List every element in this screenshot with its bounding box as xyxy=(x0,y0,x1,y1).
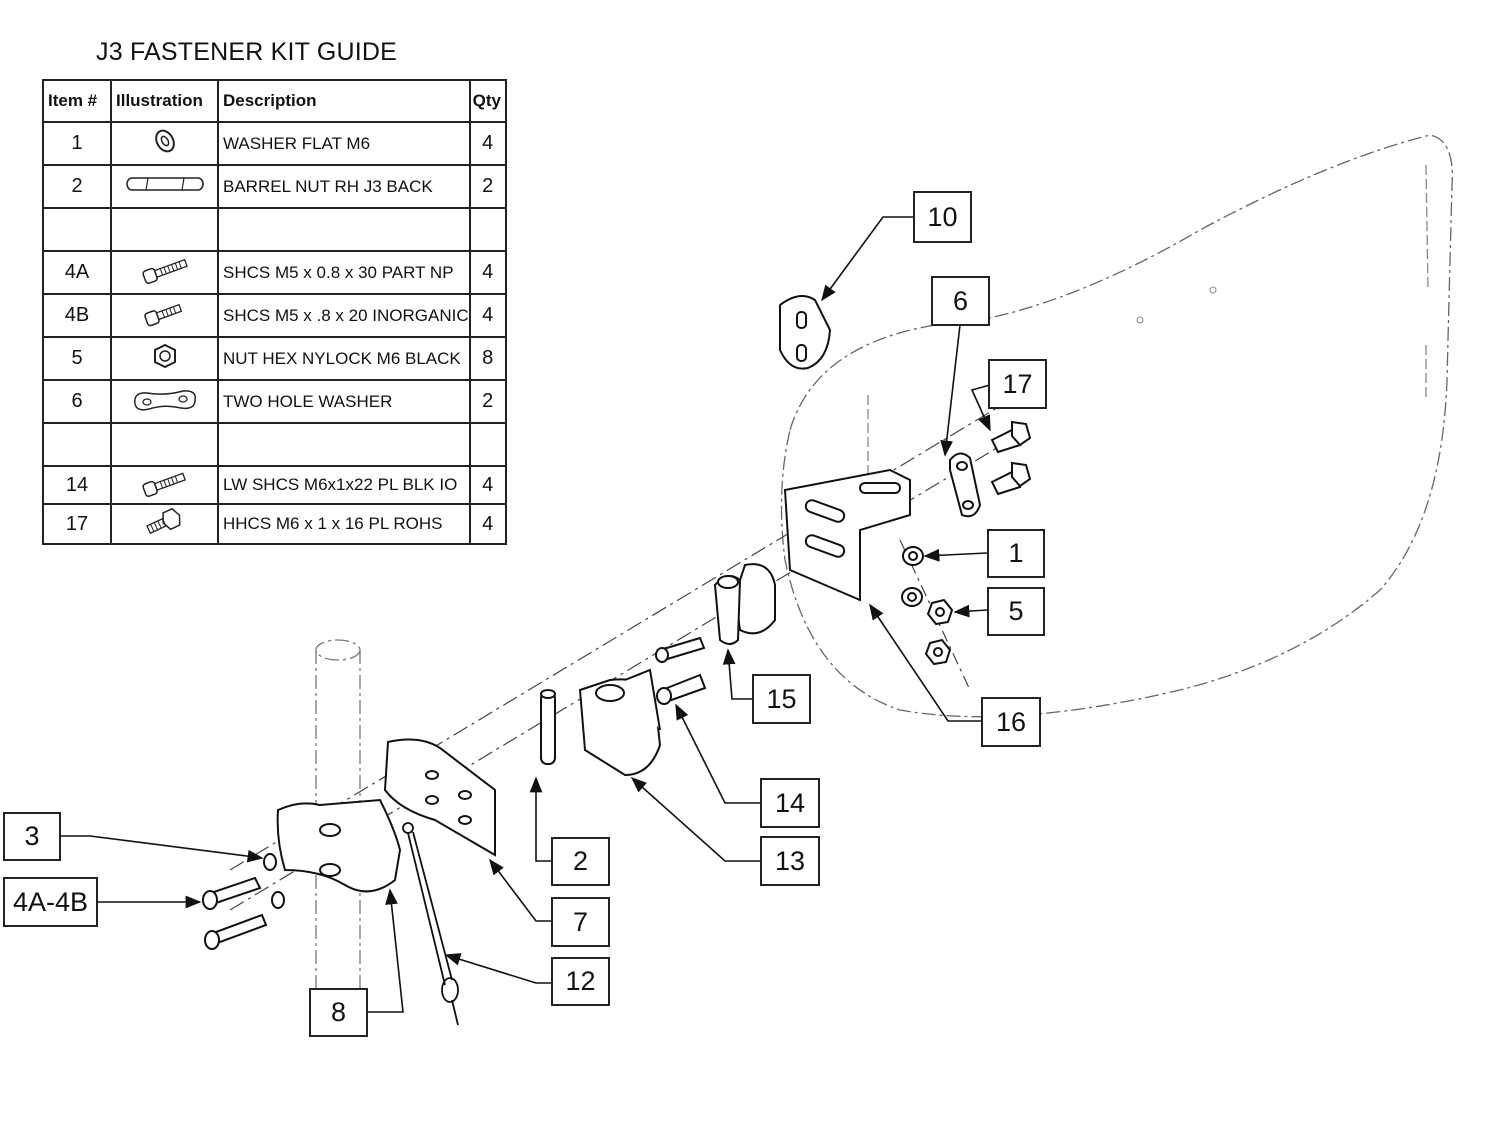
item-number: 2 xyxy=(42,164,112,209)
socket-screw-icon xyxy=(110,250,219,295)
table-row: 2 BARREL NUT RH J3 BACK 2 xyxy=(42,164,507,209)
clamp-block-part xyxy=(578,668,662,777)
header-illustration: Illustration xyxy=(110,79,219,123)
item-qty: 4 xyxy=(468,503,507,545)
table-row: 5 NUT HEX NYLOCK M6 BLACK 8 xyxy=(42,336,507,381)
item-qty xyxy=(468,422,507,467)
table-row: 1 WASHER FLAT M6 4 xyxy=(42,121,507,166)
table-row: 4B SHCS M5 x .8 x 20 INORGANIC 4 xyxy=(42,293,507,338)
clamp-half-part xyxy=(276,798,402,893)
item-qty: 4 xyxy=(468,465,507,505)
item-number: 5 xyxy=(42,336,112,381)
item-description: SHCS M5 x 0.8 x 30 PART NP xyxy=(217,250,471,295)
table-row xyxy=(42,207,507,252)
two-hole-washer-part xyxy=(949,452,982,518)
table-row xyxy=(42,422,507,467)
mount-bracket-part xyxy=(783,468,911,602)
callout-14: 14 xyxy=(760,778,820,828)
item-qty: 4 xyxy=(468,250,507,295)
item-number: 14 xyxy=(42,465,112,505)
socket-screw-icon xyxy=(110,293,219,338)
item-qty: 8 xyxy=(468,336,507,381)
hex-bolt-icon xyxy=(110,503,219,545)
callout-7: 7 xyxy=(551,897,610,947)
table-row: 4A SHCS M5 x 0.8 x 30 PART NP 4 xyxy=(42,250,507,295)
callout-15: 15 xyxy=(752,674,811,724)
callout-3: 3 xyxy=(3,812,61,861)
header-description: Description xyxy=(217,79,471,123)
flat-washer-icon xyxy=(110,121,219,166)
clamp-screws-part xyxy=(202,853,285,950)
washers-nuts-part xyxy=(901,546,954,666)
two-hole-washer-icon xyxy=(110,379,219,424)
barrel-nut-part xyxy=(540,689,556,765)
barrel-nut-icon xyxy=(110,164,219,209)
item-number: 4B xyxy=(42,293,112,338)
knob-bracket-part xyxy=(713,563,776,645)
callout-2: 2 xyxy=(551,837,610,886)
item-qty: 4 xyxy=(468,121,507,166)
item-description: LW SHCS M6x1x22 PL BLK IO xyxy=(217,465,471,505)
shell-slot xyxy=(1425,164,1429,291)
table-row: 6 TWO HOLE WASHER 2 xyxy=(42,379,507,424)
callout-6: 6 xyxy=(931,276,990,326)
callout-16: 16 xyxy=(981,697,1041,747)
item-number: 6 xyxy=(42,379,112,424)
long-bolts-part xyxy=(655,636,707,705)
lanyard-pin-part xyxy=(402,822,459,1026)
item-qty: 2 xyxy=(468,164,507,209)
item-description xyxy=(217,422,471,467)
shell-hole xyxy=(1209,286,1217,294)
item-qty: 2 xyxy=(468,379,507,424)
item-number: 17 xyxy=(42,503,112,545)
item-description: SHCS M5 x .8 x 20 INORGANIC xyxy=(217,293,471,338)
table-row: 17 HHCS M6 x 1 x 16 PL ROHS 4 xyxy=(42,503,507,545)
back-shell-outline xyxy=(780,134,1453,718)
empty-illustration xyxy=(110,207,219,252)
leader-lines xyxy=(61,216,991,1013)
header-qty: Qty xyxy=(468,79,507,123)
item-number: 1 xyxy=(42,121,112,166)
callout-17: 17 xyxy=(988,359,1047,409)
item-description xyxy=(217,207,471,252)
item-description: BARREL NUT RH J3 BACK xyxy=(217,164,471,209)
item-qty: 4 xyxy=(468,293,507,338)
spacer-plate-part xyxy=(779,295,832,370)
item-description: WASHER FLAT M6 xyxy=(217,121,471,166)
callout-1: 1 xyxy=(987,529,1045,578)
clamp-plate-part xyxy=(383,738,496,857)
hex-nut-icon xyxy=(110,336,219,381)
item-number: 4A xyxy=(42,250,112,295)
callout-8: 8 xyxy=(309,988,368,1037)
socket-screw-icon xyxy=(110,465,219,505)
table-row: 14 LW SHCS M6x1x22 PL BLK IO 4 xyxy=(42,465,507,505)
callout-4a-4b: 4A-4B xyxy=(3,877,98,927)
shell-hole xyxy=(1136,316,1144,324)
callout-12: 12 xyxy=(551,957,610,1006)
item-description: TWO HOLE WASHER xyxy=(217,379,471,424)
table-header-row: Item # Illustration Description Qty xyxy=(42,79,507,123)
callout-13: 13 xyxy=(760,836,820,886)
fastener-kit-table: Item # Illustration Description Qty 1 WA… xyxy=(42,79,507,545)
header-item: Item # xyxy=(42,79,112,123)
page-title: J3 FASTENER KIT GUIDE xyxy=(96,38,398,66)
callout-10: 10 xyxy=(913,191,972,243)
empty-illustration xyxy=(110,422,219,467)
item-description: NUT HEX NYLOCK M6 BLACK xyxy=(217,336,471,381)
hex-bolts-part xyxy=(990,420,1032,496)
item-number xyxy=(42,422,112,467)
callout-5: 5 xyxy=(987,587,1045,636)
item-number xyxy=(42,207,112,252)
item-description: HHCS M6 x 1 x 16 PL ROHS xyxy=(217,503,471,545)
item-qty xyxy=(468,207,507,252)
